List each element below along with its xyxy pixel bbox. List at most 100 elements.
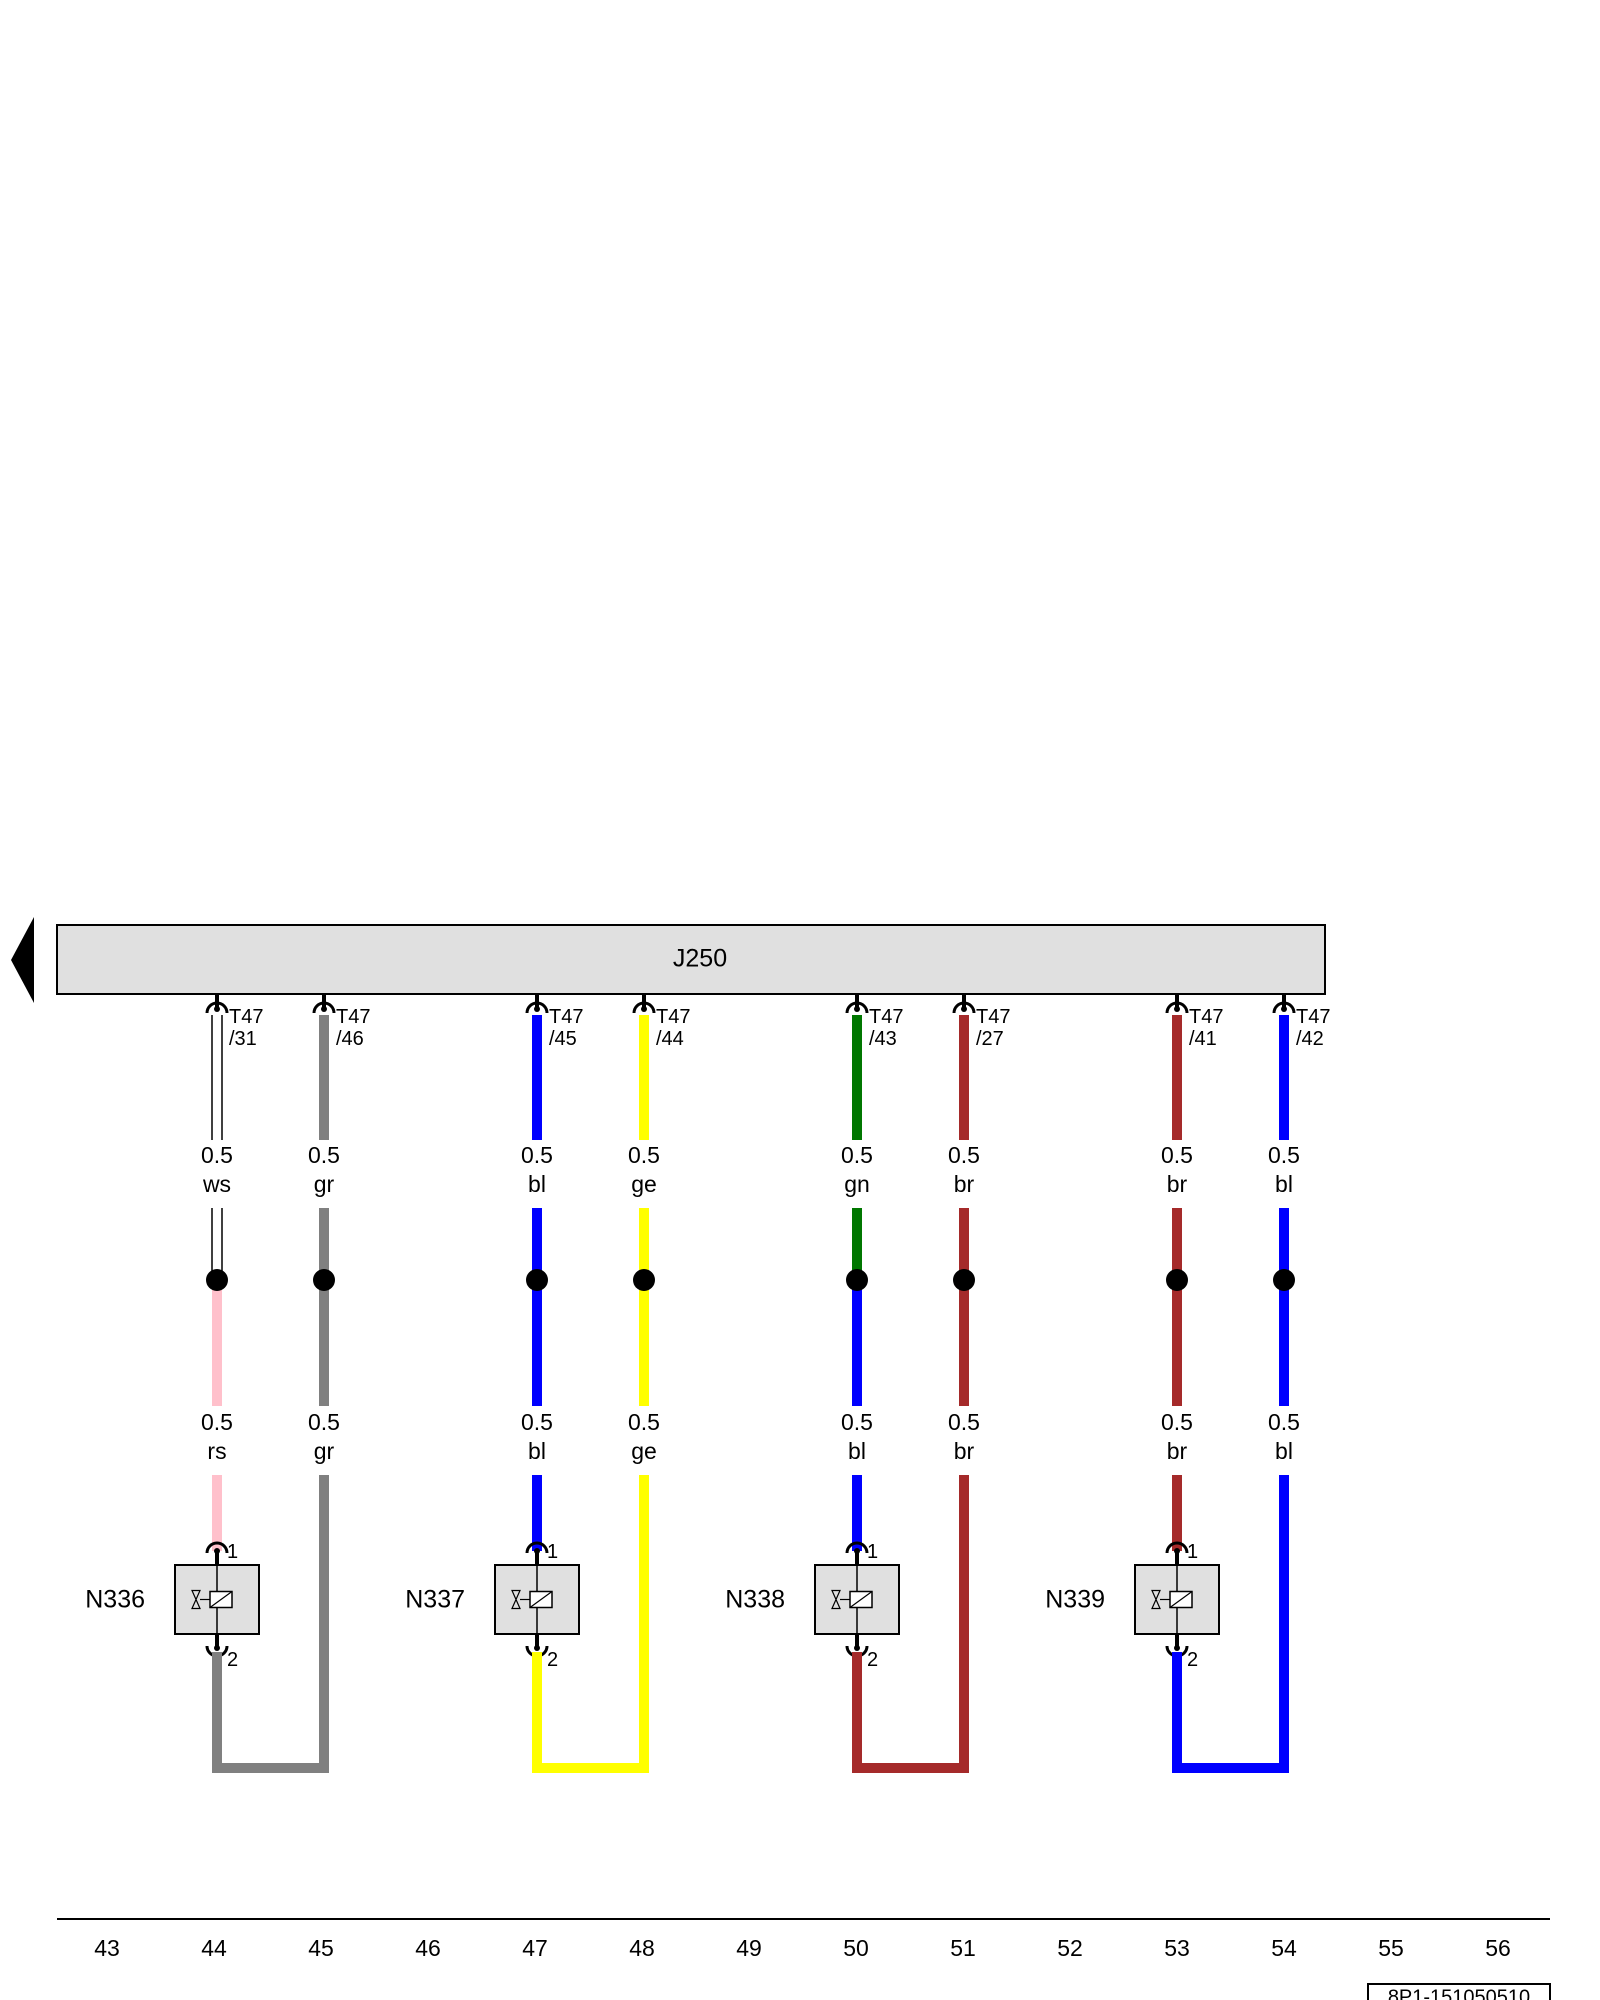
wire-color-label: bl — [1275, 1171, 1293, 1197]
splice-point — [633, 1269, 655, 1291]
component-pin-2-label: 2 — [227, 1649, 238, 1671]
diagram-code-box: 8P1-151050510 — [1367, 1983, 1551, 2000]
solenoid-valve-icon — [191, 1565, 233, 1634]
connector-pin-number: /27 — [976, 1028, 1004, 1050]
component-pin-1-label: 1 — [1187, 1541, 1198, 1563]
wire-size-label: 0.5 — [521, 1142, 553, 1168]
wire-color-label: gr — [314, 1171, 335, 1197]
connector-pin-name: T47 — [336, 1006, 370, 1028]
wire-size-label: 0.5 — [841, 1142, 873, 1168]
wire-size-label: 0.5 — [1268, 1409, 1300, 1435]
track-number: 52 — [1057, 1935, 1083, 1961]
wire-color-label: br — [1167, 1438, 1188, 1464]
connector-pin-number: /42 — [1296, 1028, 1324, 1050]
component-pin-icon — [525, 1541, 549, 1565]
splice-point — [1166, 1269, 1188, 1291]
track-number: 53 — [1164, 1935, 1190, 1961]
connector-pin-icon — [205, 995, 229, 1014]
connector-pin-number: /41 — [1189, 1028, 1217, 1050]
diagram-code: 8P1-151050510 — [1388, 1986, 1530, 2000]
component-pin-1-label: 1 — [227, 1541, 238, 1563]
component-pin-icon — [1165, 1541, 1189, 1565]
wire-color-label: br — [1167, 1171, 1188, 1197]
track-number: 49 — [736, 1935, 762, 1961]
track-number: 44 — [201, 1935, 227, 1961]
return-wire — [1172, 1652, 1289, 1773]
component-pin-icon — [205, 1541, 229, 1565]
wire-size-label: 0.5 — [308, 1142, 340, 1168]
wire-color-label: bl — [528, 1438, 546, 1464]
splice-point — [313, 1269, 335, 1291]
wire-color-label: ws — [202, 1171, 231, 1197]
connector-pin-number: /43 — [869, 1028, 897, 1050]
component-label: N337 — [405, 1586, 465, 1614]
component-pin-1-label: 1 — [547, 1541, 558, 1563]
connector-pin-number: /45 — [549, 1028, 577, 1050]
connector-pin-icon — [845, 995, 869, 1014]
connector-pin-name: T47 — [1189, 1006, 1223, 1028]
wire-color-label: ge — [631, 1438, 657, 1464]
track-number: 54 — [1271, 1935, 1297, 1961]
page-continuation-arrow-icon[interactable] — [11, 917, 34, 1003]
component-label: N338 — [725, 1586, 785, 1614]
return-wire — [212, 1652, 329, 1773]
solenoid-valve-icon — [831, 1565, 873, 1634]
connector-pin-icon — [1272, 995, 1296, 1014]
connector-pin-name: T47 — [1296, 1006, 1330, 1028]
wire-color-label: rs — [207, 1438, 226, 1464]
track-number: 43 — [94, 1935, 120, 1961]
splice-point — [206, 1269, 228, 1291]
track-number: 55 — [1378, 1935, 1404, 1961]
wire-size-label: 0.5 — [1161, 1142, 1193, 1168]
connector-pin-icon — [525, 995, 549, 1014]
splice-point — [1273, 1269, 1295, 1291]
connector-pin-number: /44 — [656, 1028, 684, 1050]
component-pin-2-label: 2 — [1187, 1649, 1198, 1671]
connector-pin-icon — [632, 995, 656, 1014]
wire-middle-upper-segment — [211, 1208, 223, 1280]
wire-color-label: ge — [631, 1171, 657, 1197]
track-number: 46 — [415, 1935, 441, 1961]
wires: T47/310.5ws0.5rsT47/460.5gr0.5grT47/450.… — [201, 995, 1330, 1768]
wire-size-label: 0.5 — [948, 1142, 980, 1168]
wire-size-label: 0.5 — [628, 1409, 660, 1435]
connector-pin-icon — [1165, 995, 1189, 1014]
track-number: 45 — [308, 1935, 334, 1961]
connector-pin-number: /31 — [229, 1028, 257, 1050]
wire-size-label: 0.5 — [201, 1142, 233, 1168]
splice-point — [526, 1269, 548, 1291]
wire-color-label: gr — [314, 1438, 335, 1464]
wire-color-label: br — [954, 1438, 975, 1464]
wire-color-label: bl — [848, 1438, 866, 1464]
wire-size-label: 0.5 — [628, 1142, 660, 1168]
component-pin-2-label: 2 — [867, 1649, 878, 1671]
solenoid-valve-icon — [1151, 1565, 1193, 1634]
wire-size-label: 0.5 — [841, 1409, 873, 1435]
connector-pin-name: T47 — [869, 1006, 903, 1028]
solenoid-valve-icon — [511, 1565, 553, 1634]
wire-size-label: 0.5 — [521, 1409, 553, 1435]
splice-point — [846, 1269, 868, 1291]
track-number: 48 — [629, 1935, 655, 1961]
connector-pin-icon — [312, 995, 336, 1014]
return-wire — [532, 1652, 649, 1773]
wire-size-label: 0.5 — [201, 1409, 233, 1435]
control-unit-label: J250 — [673, 945, 727, 973]
connector-pin-name: T47 — [549, 1006, 583, 1028]
track-number: 47 — [522, 1935, 548, 1961]
wire-color-label: bl — [1275, 1438, 1293, 1464]
track-number: 50 — [843, 1935, 869, 1961]
splice-point — [953, 1269, 975, 1291]
